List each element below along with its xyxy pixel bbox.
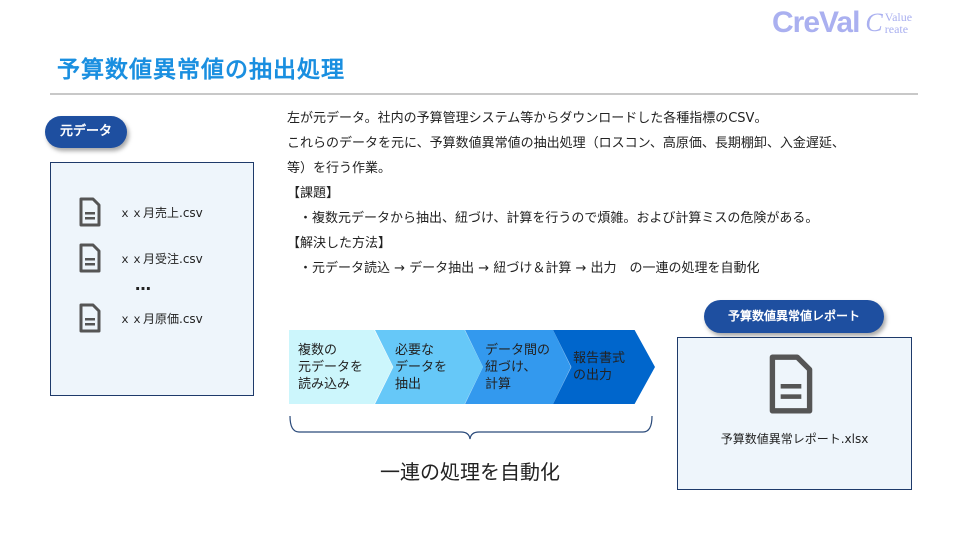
step-label: データ間の 紐づけ、 計算 xyxy=(485,342,551,392)
ellipsis: … xyxy=(135,275,151,294)
logo-main: CreVal xyxy=(772,6,860,39)
desc-line: これらのデータを元に、予算数値異常値の抽出処理（ロスコン、高原価、長期棚卸、入金… xyxy=(287,136,845,151)
source-data-label: 元データ xyxy=(45,116,127,148)
desc-line: ・元データ読込 → データ抽出 → 紐づけ＆計算 → 出力 の一連の処理を自動化 xyxy=(299,261,760,276)
desc-line: ・複数元データから抽出、紐づけ、計算を行うので煩雑。および計算ミスの危険がある。 xyxy=(299,211,819,226)
report-file-name: 予算数値異常レポート.xlsx xyxy=(720,432,869,446)
logo-c: C xyxy=(865,8,883,37)
desc-heading: 【課題】 xyxy=(287,186,340,201)
report-box: 予算数値異常レポート.xlsx xyxy=(677,337,912,490)
description: 左が元データ。社内の予算管理システム等からダウンロードした各種指標のCSV。 こ… xyxy=(287,106,947,281)
file-item: ｘｘ月原価.csv xyxy=(79,303,203,333)
desc-line: 等）を行う作業。 xyxy=(287,161,392,176)
file-item: ｘｘ月受注.csv xyxy=(79,243,203,273)
page-title: 予算数値異常値の抽出処理 xyxy=(57,57,345,83)
file-name: ｘｘ月受注.csv xyxy=(119,251,203,266)
flow-summary: 一連の処理を自動化 xyxy=(380,460,560,484)
report-label: 予算数値異常値レポート xyxy=(704,300,884,333)
brace xyxy=(289,416,653,440)
source-data-box: ｘｘ月売上.csv ｘｘ月受注.csv … ｘｘ月原価.csv xyxy=(50,162,254,396)
divider xyxy=(50,93,918,95)
logo-value: Value xyxy=(884,10,913,24)
document-icon xyxy=(79,303,101,333)
document-icon xyxy=(79,243,101,273)
document-icon xyxy=(79,197,101,227)
desc-heading: 【解決した方法】 xyxy=(287,236,392,251)
flow-step-read: 複数の 元データを 読み込み xyxy=(289,330,393,404)
file-name: ｘｘ月売上.csv xyxy=(119,205,203,220)
step-label: 複数の 元データを 読み込み xyxy=(298,342,364,392)
file-item: ｘｘ月売上.csv xyxy=(79,197,203,227)
desc-line: 左が元データ。社内の予算管理システム等からダウンロードした各種指標のCSV。 xyxy=(287,111,768,126)
step-label: 報告書式 の出力 xyxy=(573,351,626,383)
step-label: 必要な データを 抽出 xyxy=(395,342,448,392)
file-name: ｘｘ月原価.csv xyxy=(119,311,203,326)
logo-create: reate xyxy=(884,22,909,36)
document-icon xyxy=(769,354,813,414)
